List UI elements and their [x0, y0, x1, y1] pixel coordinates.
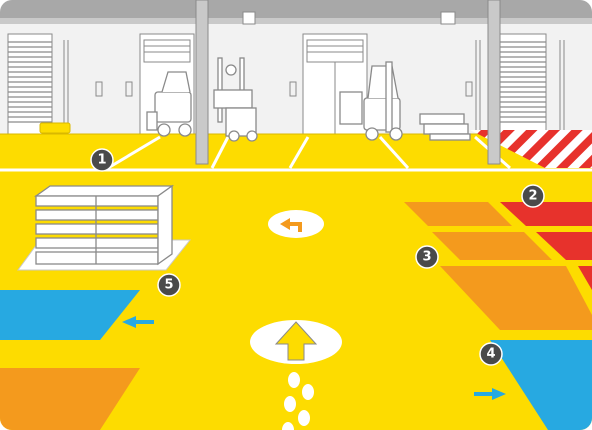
roof-beam [0, 0, 592, 18]
turn-arrow-icon [268, 210, 324, 238]
marker-5-label: 5 [164, 278, 173, 293]
pallet-stack-icon [36, 186, 172, 264]
marker-2-label: 2 [528, 189, 537, 204]
pillar-right [488, 0, 500, 164]
pillar-left [196, 0, 208, 164]
roller-door-icon [8, 34, 52, 134]
roller-door-icon [500, 34, 546, 134]
marker-4-label: 4 [486, 347, 495, 362]
straight-arrow-icon [250, 320, 342, 364]
marker-1-label: 1 [97, 153, 106, 168]
marker-5[interactable]: 5 [158, 274, 180, 296]
marker-3[interactable]: 3 [416, 246, 438, 268]
marker-2[interactable]: 2 [522, 185, 544, 207]
marker-4[interactable]: 4 [480, 343, 502, 365]
marker-1[interactable]: 1 [91, 149, 113, 171]
marker-3-label: 3 [422, 250, 431, 265]
